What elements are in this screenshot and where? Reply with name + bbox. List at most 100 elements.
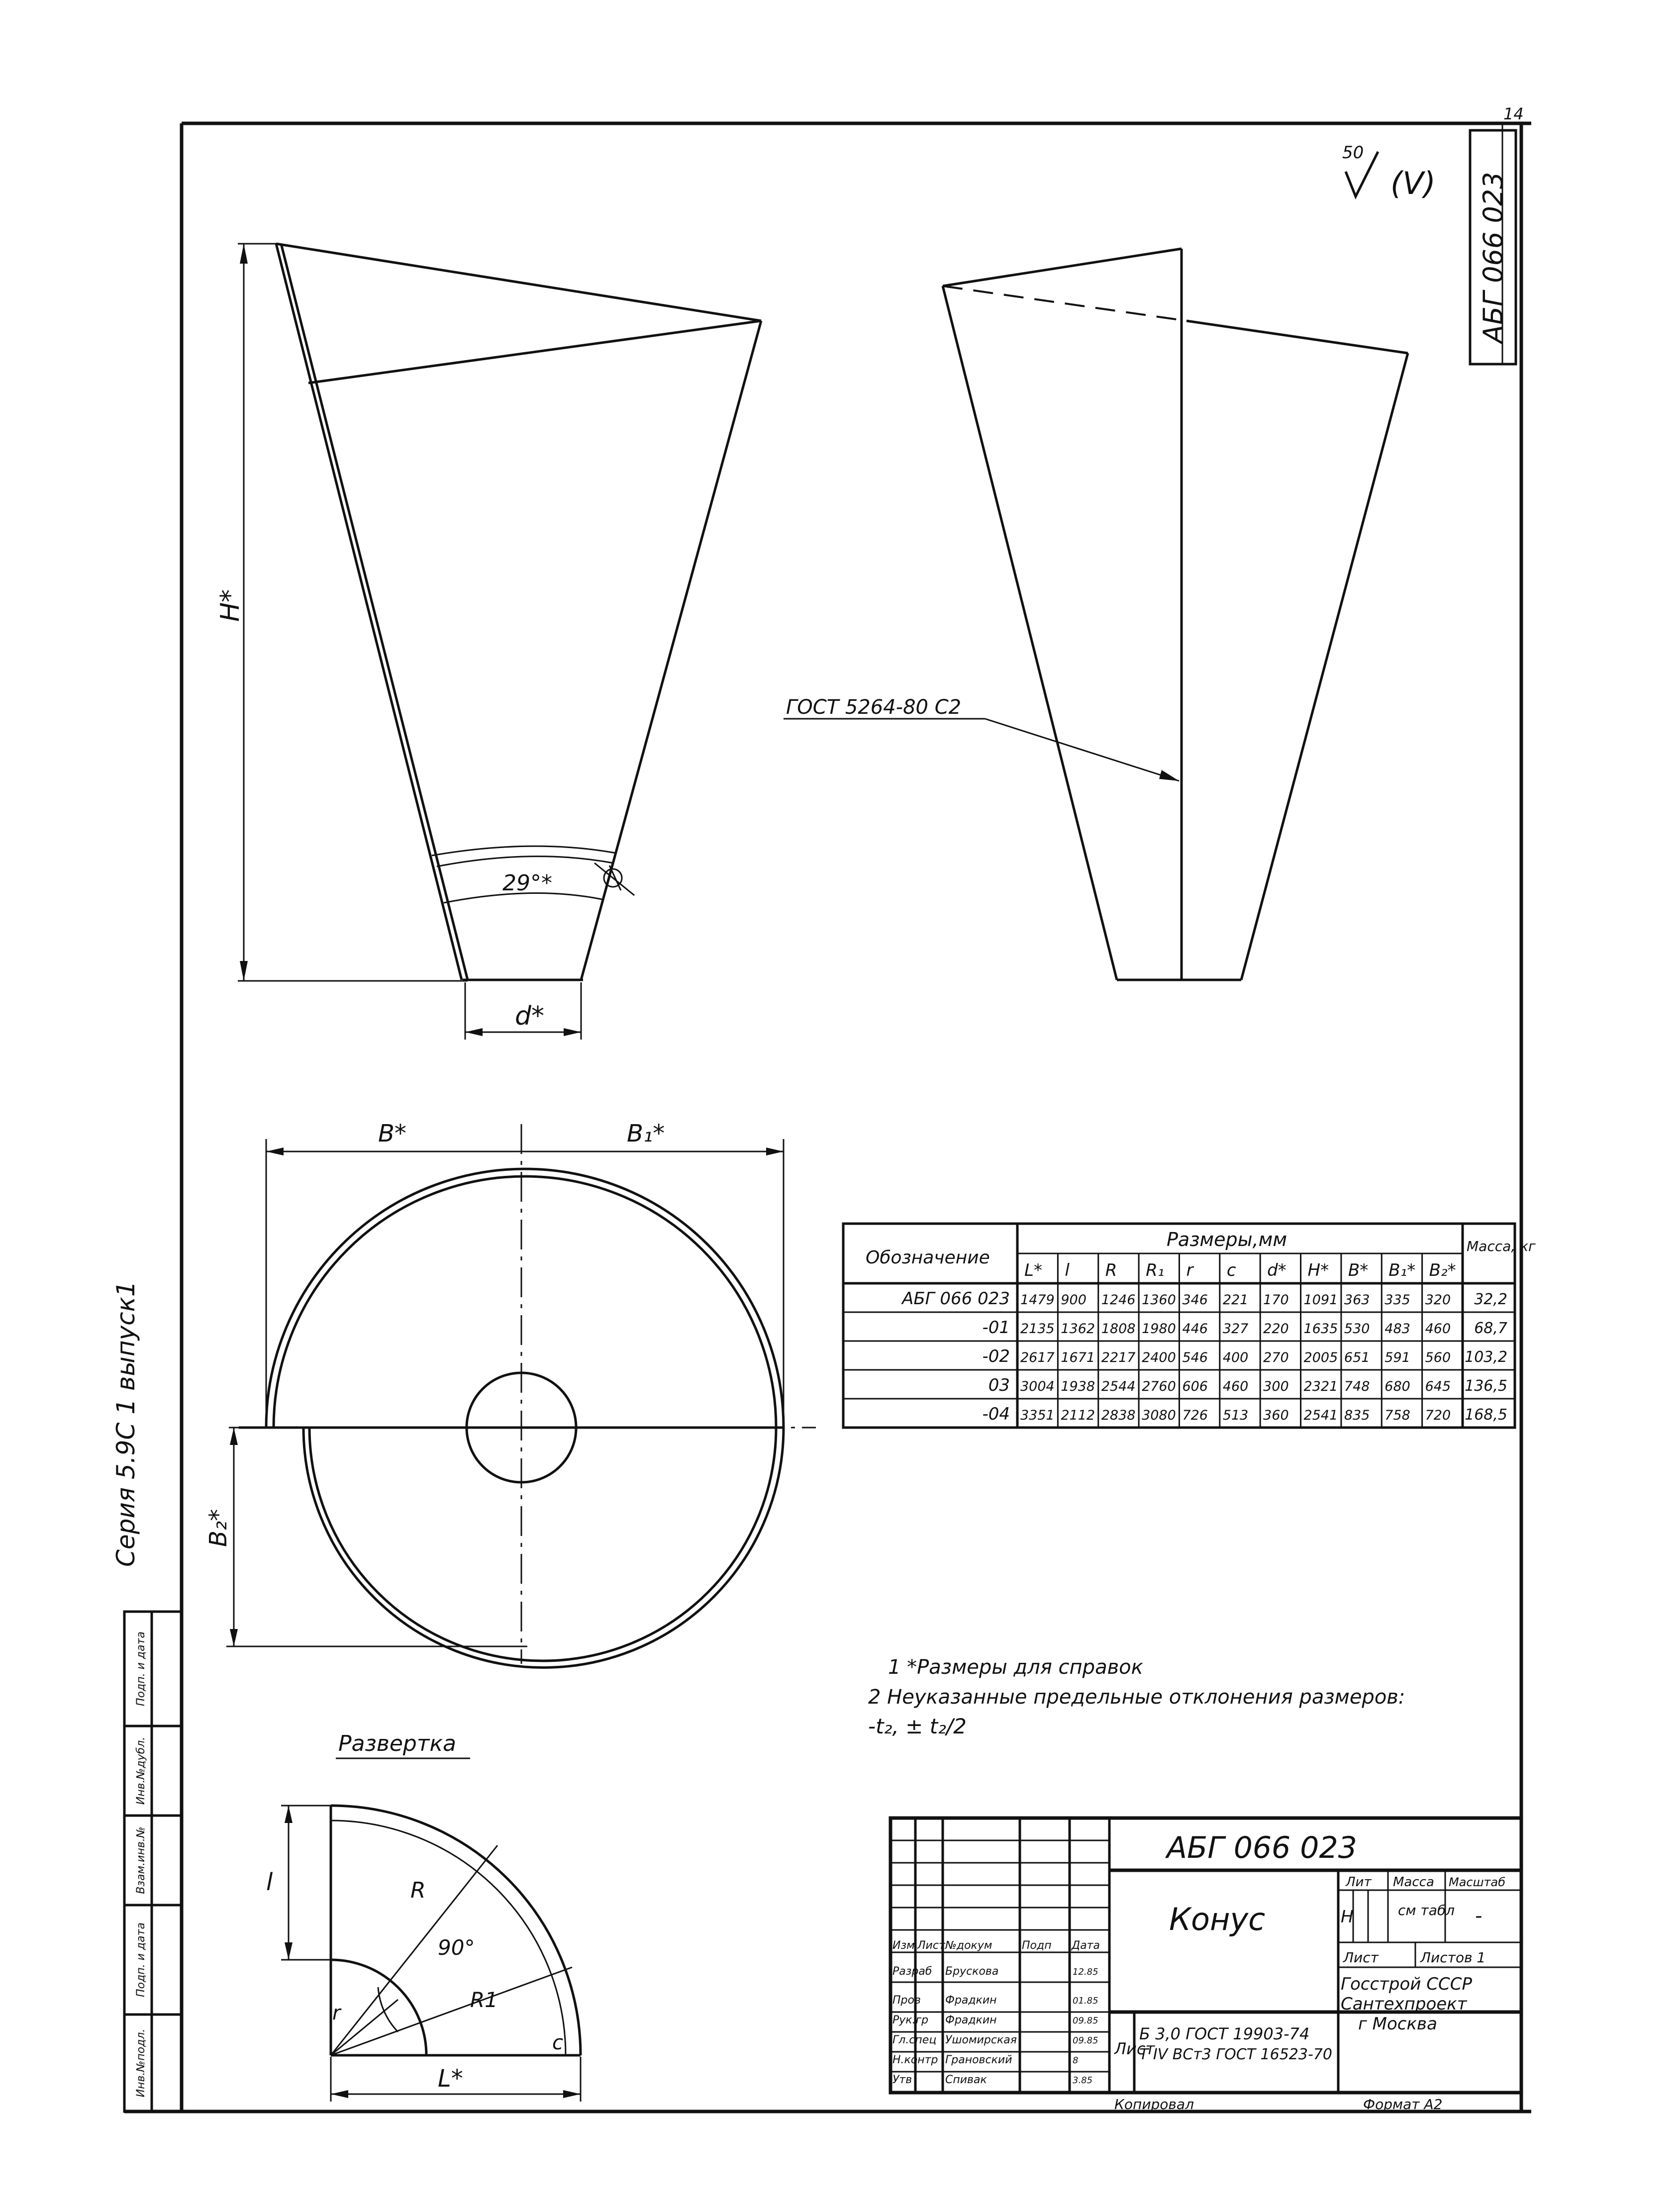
dev-dim-R: R xyxy=(410,1878,426,1903)
table-column-header: B₁* xyxy=(1388,1260,1415,1280)
table-cell: 835 xyxy=(1344,1408,1370,1423)
table-cell: 2617 xyxy=(1020,1350,1055,1365)
roughness-value: 50 xyxy=(1342,143,1364,163)
title-org3: г Москва xyxy=(1358,2014,1437,2034)
table-cell: 1671 xyxy=(1061,1350,1095,1365)
title-role-header: Подп xyxy=(1022,1939,1052,1952)
table-column-header: l xyxy=(1065,1260,1070,1280)
front-dim-height: H* xyxy=(215,589,245,622)
title-copied: Копировал xyxy=(1114,2096,1194,2112)
title-person-date: 12.85 xyxy=(1073,1967,1098,1977)
table-cell: 1808 xyxy=(1101,1321,1136,1337)
left-stamp-cell: Подп. и дата xyxy=(135,1922,147,1997)
table-column-header: d* xyxy=(1267,1260,1286,1280)
table-row-mass: 32,2 xyxy=(1474,1291,1507,1308)
table-column-header: B₂* xyxy=(1429,1260,1456,1280)
table-row-designation: -02 xyxy=(982,1346,1010,1366)
title-org2: Сантехпроект xyxy=(1341,1994,1468,2014)
table-header-group: Размеры,мм xyxy=(1167,1229,1287,1250)
title-person-role: Рук.гр xyxy=(892,2014,928,2026)
table-cell: 335 xyxy=(1384,1292,1410,1308)
table-cell: 606 xyxy=(1182,1379,1208,1394)
title-lit-value: Н xyxy=(1341,1907,1354,1927)
title-role-header: Изм xyxy=(892,1939,915,1952)
dev-angle: 90° xyxy=(438,1935,475,1960)
table-header-designation: Обозначение xyxy=(866,1247,990,1268)
note-2-formula: -t₂, ± t₂/2 xyxy=(868,1714,967,1738)
table-row-designation: -04 xyxy=(982,1404,1010,1424)
designation-vertical: АБГ 066 023 xyxy=(1478,172,1509,345)
left-stamp-cell: Взам.инв.№ xyxy=(135,1826,147,1894)
title-person-role: Н.контр xyxy=(892,2054,938,2066)
table-cell: 726 xyxy=(1182,1408,1208,1423)
table-cell: 3004 xyxy=(1020,1379,1055,1394)
title-person-date: 09.85 xyxy=(1073,2015,1098,2026)
title-designation: АБГ 066 023 xyxy=(1165,1830,1357,1865)
title-role-header: Лист xyxy=(917,1939,946,1952)
table-cell: 651 xyxy=(1344,1350,1370,1365)
table-cell: 300 xyxy=(1263,1379,1289,1394)
title-person-name: Спивак xyxy=(945,2074,987,2086)
table-cell: 220 xyxy=(1263,1321,1289,1337)
title-person-date: 8 xyxy=(1073,2055,1078,2066)
table-cell: 720 xyxy=(1425,1408,1451,1423)
series-note: Серия 5.9С 1 выпуск1 xyxy=(111,1281,140,1567)
table-cell: 2541 xyxy=(1304,1408,1338,1423)
table-cell: 360 xyxy=(1263,1408,1289,1423)
table-cell: 680 xyxy=(1384,1379,1410,1394)
top-dim-b: B* xyxy=(378,1120,406,1148)
table-cell: 2400 xyxy=(1142,1350,1176,1365)
note-1: 1 *Размеры для справок xyxy=(888,1656,1143,1679)
table-row-mass: 68,7 xyxy=(1474,1320,1507,1337)
development-title: Развертка xyxy=(338,1731,456,1756)
development-view xyxy=(281,1804,582,2102)
sheet-frame xyxy=(124,121,1531,2113)
table-cell: 546 xyxy=(1182,1350,1208,1365)
table-cell: 446 xyxy=(1182,1321,1208,1337)
table-cell: 2760 xyxy=(1142,1379,1176,1394)
table-cell: 460 xyxy=(1223,1379,1249,1394)
top-dim-b2: B₂* xyxy=(204,1509,232,1547)
table-cell: 2135 xyxy=(1020,1321,1055,1337)
table-cell: 483 xyxy=(1384,1321,1410,1337)
left-stamp-cell: Инв.№подл. xyxy=(135,2029,147,2098)
table-cell: 3351 xyxy=(1020,1408,1055,1423)
title-lit-label: Лит xyxy=(1345,1875,1372,1890)
table-cell: 758 xyxy=(1384,1408,1410,1423)
dev-dim-R1: R1 xyxy=(470,1988,498,2012)
table-cell: 320 xyxy=(1425,1292,1451,1308)
table-row-mass: 168,5 xyxy=(1465,1406,1507,1424)
title-sheet-label: Лист xyxy=(1343,1949,1379,1966)
table-row-designation: -01 xyxy=(982,1318,1010,1338)
table-cell: 400 xyxy=(1223,1350,1249,1365)
table-column-header: L* xyxy=(1024,1260,1042,1280)
title-person-role: Гл.спец xyxy=(892,2034,936,2046)
table-cell: 645 xyxy=(1425,1379,1451,1394)
top-view xyxy=(226,1124,816,1669)
designation-box: АБГ 066 023 xyxy=(1469,129,1517,366)
table-cell: 2544 xyxy=(1101,1379,1136,1394)
table-cell: 591 xyxy=(1384,1350,1410,1365)
title-mass-value: см табл xyxy=(1398,1902,1455,1918)
title-sheets-label: Листов 1 xyxy=(1420,1949,1485,1966)
table-cell: 1246 xyxy=(1101,1292,1136,1308)
table-cell: 748 xyxy=(1344,1379,1370,1394)
title-person-name: Фрадкин xyxy=(945,1994,997,2007)
title-person-role: Утв xyxy=(892,2074,912,2086)
front-angle-label: 29°* xyxy=(502,870,552,896)
table-cell: 1980 xyxy=(1142,1321,1176,1337)
dev-dim-c: c xyxy=(552,2031,563,2054)
table-header-mass: Масса, кг xyxy=(1467,1238,1536,1254)
title-name: Конус xyxy=(1169,1901,1265,1937)
title-material-line1: Б 3,0 ГОСТ 19903-74 xyxy=(1139,2024,1309,2043)
table-cell: 1635 xyxy=(1304,1321,1338,1337)
table-cell: 560 xyxy=(1425,1350,1451,1365)
title-person-role: Разраб xyxy=(892,1965,932,1978)
title-scale-label: Масштаб xyxy=(1449,1875,1505,1889)
table-cell: 1479 xyxy=(1020,1292,1055,1308)
title-person-date: 01.85 xyxy=(1073,1996,1098,2006)
title-format: Формат А2 xyxy=(1363,2096,1442,2112)
table-cell: 363 xyxy=(1344,1292,1370,1308)
table-row-mass: 103,2 xyxy=(1465,1348,1507,1366)
